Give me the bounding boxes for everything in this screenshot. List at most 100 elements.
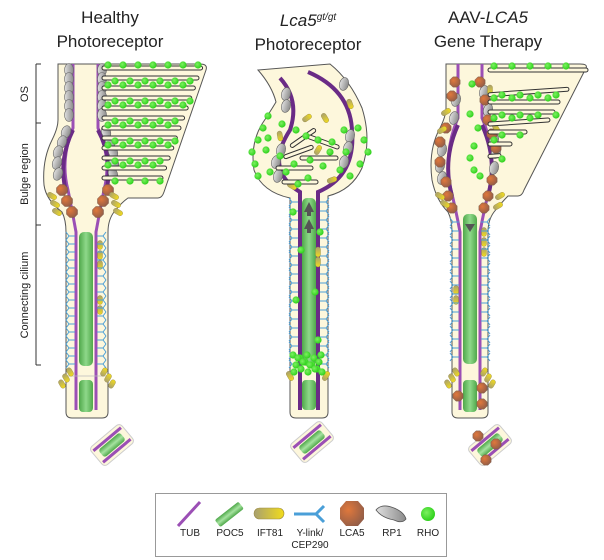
rho-particle bbox=[119, 141, 127, 149]
legend-label: POC5 bbox=[216, 528, 244, 539]
ift81-protein bbox=[453, 285, 459, 295]
rho-particle bbox=[126, 97, 134, 105]
rho-particle bbox=[314, 136, 322, 144]
y-link bbox=[65, 311, 75, 321]
ift81-protein bbox=[444, 379, 452, 389]
rho-particle bbox=[342, 148, 350, 156]
disc-stack bbox=[487, 62, 589, 163]
therapy-panel-title: AAV-LCA5 Gene Therapy bbox=[398, 6, 578, 54]
y-link bbox=[288, 224, 298, 234]
legend-label: RP1 bbox=[382, 528, 402, 539]
ift81-protein bbox=[108, 379, 116, 389]
rho-particle bbox=[470, 166, 478, 174]
y-link bbox=[65, 319, 75, 329]
y-link bbox=[449, 235, 459, 245]
rho-particle bbox=[292, 296, 300, 304]
y-link bbox=[97, 231, 107, 241]
ift81-protein bbox=[66, 367, 74, 377]
rho-particle bbox=[248, 148, 256, 156]
y-link bbox=[481, 253, 491, 263]
arrow-up-icon bbox=[304, 202, 314, 212]
legend: TUB POC5 IFT81 Y-link/CEP290 LCA5 RP1 RH… bbox=[155, 493, 447, 557]
y-link bbox=[65, 231, 75, 241]
y-link bbox=[481, 352, 491, 362]
ift81-protein bbox=[346, 98, 354, 110]
poc5-rod bbox=[463, 214, 477, 364]
rho-particle bbox=[292, 361, 300, 369]
rho-particle bbox=[354, 124, 362, 132]
y-link bbox=[288, 323, 298, 333]
y-link bbox=[288, 341, 298, 351]
rho-particle bbox=[119, 61, 127, 69]
y-link bbox=[288, 278, 298, 288]
ift81-icon bbox=[253, 507, 285, 520]
rho-particle bbox=[328, 138, 336, 146]
rho-particle bbox=[111, 97, 119, 105]
rho-particle bbox=[315, 358, 323, 366]
y-link bbox=[97, 327, 107, 337]
rho-icon bbox=[421, 507, 435, 521]
lca5-protein bbox=[452, 390, 464, 402]
y-link bbox=[320, 287, 330, 297]
rho-particle bbox=[306, 156, 314, 164]
y-link bbox=[288, 197, 298, 207]
rho-particle bbox=[141, 157, 149, 165]
poc5-rod bbox=[302, 380, 316, 410]
ift81-protein bbox=[113, 208, 123, 216]
y-link bbox=[449, 307, 459, 317]
y-link bbox=[320, 341, 330, 351]
y-link bbox=[449, 289, 459, 299]
rho-particle bbox=[526, 62, 534, 70]
gene-name: LCA5 bbox=[485, 8, 528, 27]
rho-particle bbox=[156, 117, 164, 125]
ift81-protein bbox=[50, 200, 60, 208]
y-link bbox=[320, 332, 330, 342]
y-link bbox=[97, 295, 107, 305]
rho-particle bbox=[186, 77, 194, 85]
title-line1: Lca5gt/gt bbox=[218, 6, 398, 33]
lca5-protein bbox=[449, 76, 461, 88]
y-link bbox=[320, 215, 330, 225]
disc-membrane bbox=[299, 155, 339, 161]
legend-label-line2: CEP290 bbox=[291, 540, 329, 551]
y-link bbox=[288, 215, 298, 225]
lca5-protein bbox=[480, 454, 492, 466]
ift81-protein bbox=[435, 192, 445, 200]
rp1-protein bbox=[489, 161, 499, 175]
rho-particle bbox=[134, 161, 142, 169]
ift81-protein bbox=[448, 373, 456, 383]
rho-particle bbox=[164, 81, 172, 89]
rho-particle bbox=[552, 111, 560, 119]
rho-particle bbox=[104, 81, 112, 89]
rho-particle bbox=[278, 120, 286, 128]
rho-particle bbox=[466, 110, 474, 118]
ift81-protein bbox=[104, 373, 112, 383]
rho-particle bbox=[360, 136, 368, 144]
rho-particle bbox=[141, 117, 149, 125]
rho-particle bbox=[156, 177, 164, 185]
ift81-protein bbox=[481, 237, 487, 247]
y-link bbox=[449, 298, 459, 308]
rho-particle bbox=[126, 77, 134, 85]
rho-particle bbox=[194, 61, 202, 69]
y-link bbox=[449, 325, 459, 335]
lca5-protein bbox=[97, 195, 109, 207]
ift81-protein bbox=[441, 108, 451, 116]
rp1-protein bbox=[64, 108, 74, 122]
rho-particle bbox=[306, 361, 314, 369]
y-link bbox=[320, 278, 330, 288]
ift81-protein bbox=[321, 113, 329, 123]
y-link bbox=[449, 352, 459, 362]
rho-particle bbox=[516, 91, 524, 99]
y-link bbox=[320, 197, 330, 207]
y-link bbox=[65, 295, 75, 305]
rho-particle bbox=[490, 94, 498, 102]
rho-particle bbox=[266, 168, 274, 176]
rho-particle bbox=[111, 157, 119, 165]
lca5-protein bbox=[476, 382, 488, 394]
rho-particle bbox=[111, 77, 119, 85]
disc-membrane bbox=[487, 99, 561, 105]
rho-particle bbox=[314, 336, 322, 344]
ift81-protein bbox=[58, 379, 66, 389]
rho-particle bbox=[364, 148, 372, 156]
